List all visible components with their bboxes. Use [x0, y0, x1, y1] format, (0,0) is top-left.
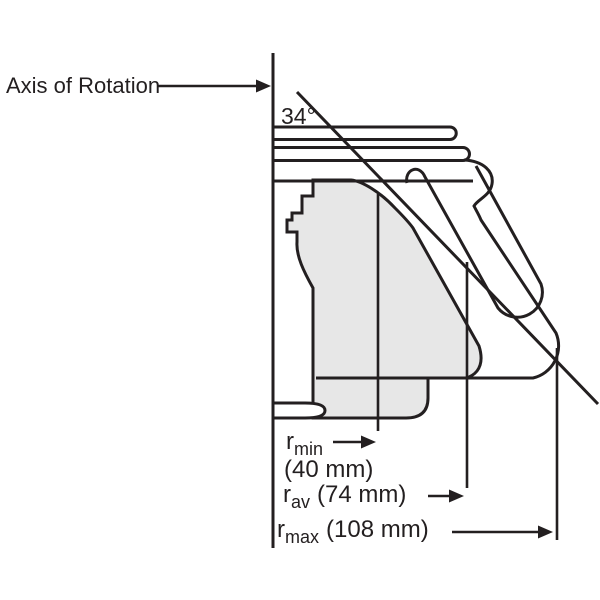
rotor-body: [285, 178, 483, 420]
rmin-symbol: r: [286, 428, 294, 455]
rmin-label: rmin: [286, 428, 323, 459]
rmin-value: (40 mm): [284, 456, 373, 483]
rotor-outer-contour: [316, 158, 561, 380]
rav-label: rav (74 mm): [283, 481, 406, 512]
tube-outline: [405, 165, 544, 319]
axis-leader-arrowhead: [256, 79, 271, 93]
lid-bar-lower: [271, 146, 471, 162]
rav-value: (74 mm): [317, 481, 406, 508]
rav-symbol: r: [283, 481, 291, 508]
rmin-arrowhead: [361, 435, 376, 449]
rav-arrowhead: [449, 489, 464, 503]
rmax-value: (108 mm): [326, 516, 429, 543]
rmax-label: rmax (108 mm): [277, 516, 429, 547]
rmax-symbol: r: [277, 516, 285, 543]
axis-of-rotation-label: Axis of Rotation: [6, 73, 160, 98]
rmax-subscript: max: [285, 527, 319, 547]
angle-label: 34°: [281, 103, 316, 129]
hub-flange: [271, 401, 327, 420]
tube-axis-line: [295, 90, 600, 406]
rmax-arrowhead: [538, 525, 553, 539]
rav-subscript: av: [291, 492, 310, 512]
rmin-subscript: min: [294, 439, 323, 459]
lid-bar-top: [271, 125, 458, 141]
